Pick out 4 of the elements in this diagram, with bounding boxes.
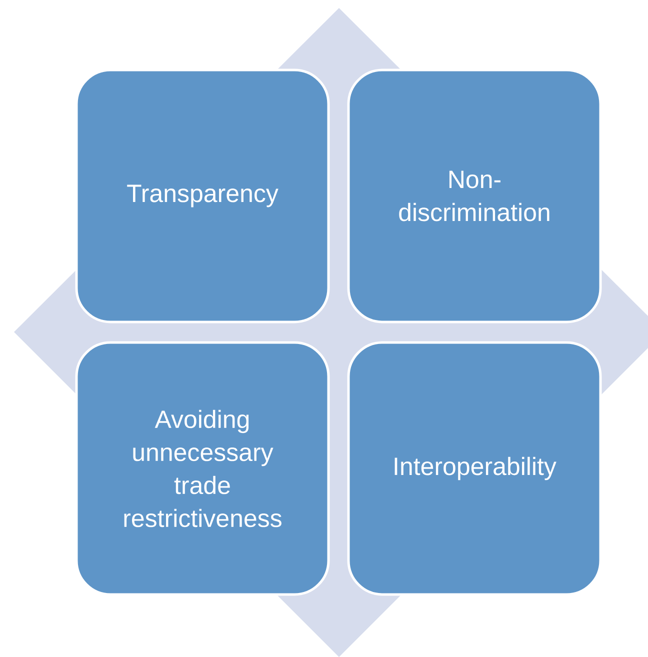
rounded-box: Avoiding unnecessary trade restrictiveness: [75, 341, 330, 596]
rounded-box: Non-discrimination: [347, 68, 602, 324]
rounded-box: Transparency: [75, 68, 330, 324]
rounded-box: Interoperability: [347, 341, 602, 596]
